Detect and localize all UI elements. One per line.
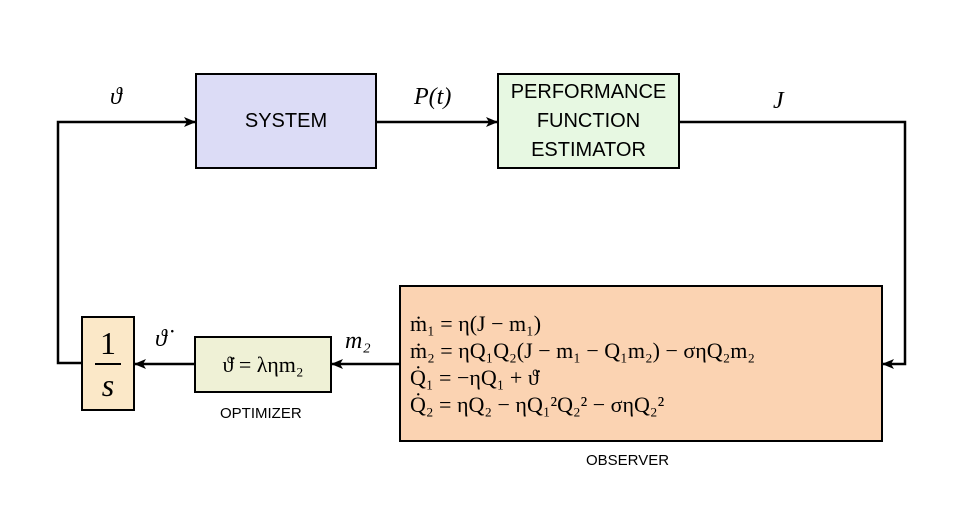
signal-label-theta-dot: ϑ̇: [155, 326, 167, 352]
observer-equation-q1: Q̇₁ = −ηQ₁ + ϑ̇: [410, 364, 539, 390]
optimizer-equation: ϑ̇ = ληm₂: [222, 351, 304, 377]
integrator-numerator: 1: [100, 324, 116, 361]
performance-function-estimator-block: PERFORMANCE FUNCTION ESTIMATOR: [497, 73, 680, 169]
signal-label-p-t: P(t): [414, 84, 452, 110]
integrator-block: 1 s: [81, 316, 135, 411]
signal-label-theta: ϑ: [110, 84, 122, 110]
observer-block: ṁ₁ = η(J − m₁) ṁ₂ = ηQ₁Q₂(J − m₁ − Q₁m₂)…: [399, 285, 883, 442]
wire-theta: [56, 117, 196, 365]
optimizer-block: ϑ̇ = ληm₂: [194, 336, 332, 393]
fraction-bar: [95, 362, 121, 365]
optimizer-caption: OPTIMIZER: [220, 405, 302, 422]
observer-caption: OBSERVER: [586, 452, 670, 469]
observer-equation-m1: ṁ₁ = η(J − m₁): [410, 310, 542, 336]
signal-label-j: J: [773, 88, 784, 114]
wire-j: [680, 120, 907, 369]
system-block: SYSTEM: [195, 73, 377, 169]
integrator-denominator: s: [101, 366, 115, 403]
signal-label-m2: m₂: [345, 328, 371, 354]
system-label: SYSTEM: [244, 109, 328, 132]
estimator-label-line-2: FUNCTION: [536, 109, 641, 132]
observer-equation-m2: ṁ₂ = ηQ₁Q₂(J − m₁ − Q₁m₂) − σηQ₂m₂: [410, 337, 756, 363]
estimator-label-line-3: ESTIMATOR: [531, 138, 646, 161]
observer-equation-q2: Q̇₂ = ηQ₂ − ηQ₁²Q₂² − σηQ₂²: [410, 391, 665, 417]
estimator-label-line-1: PERFORMANCE: [510, 80, 667, 103]
